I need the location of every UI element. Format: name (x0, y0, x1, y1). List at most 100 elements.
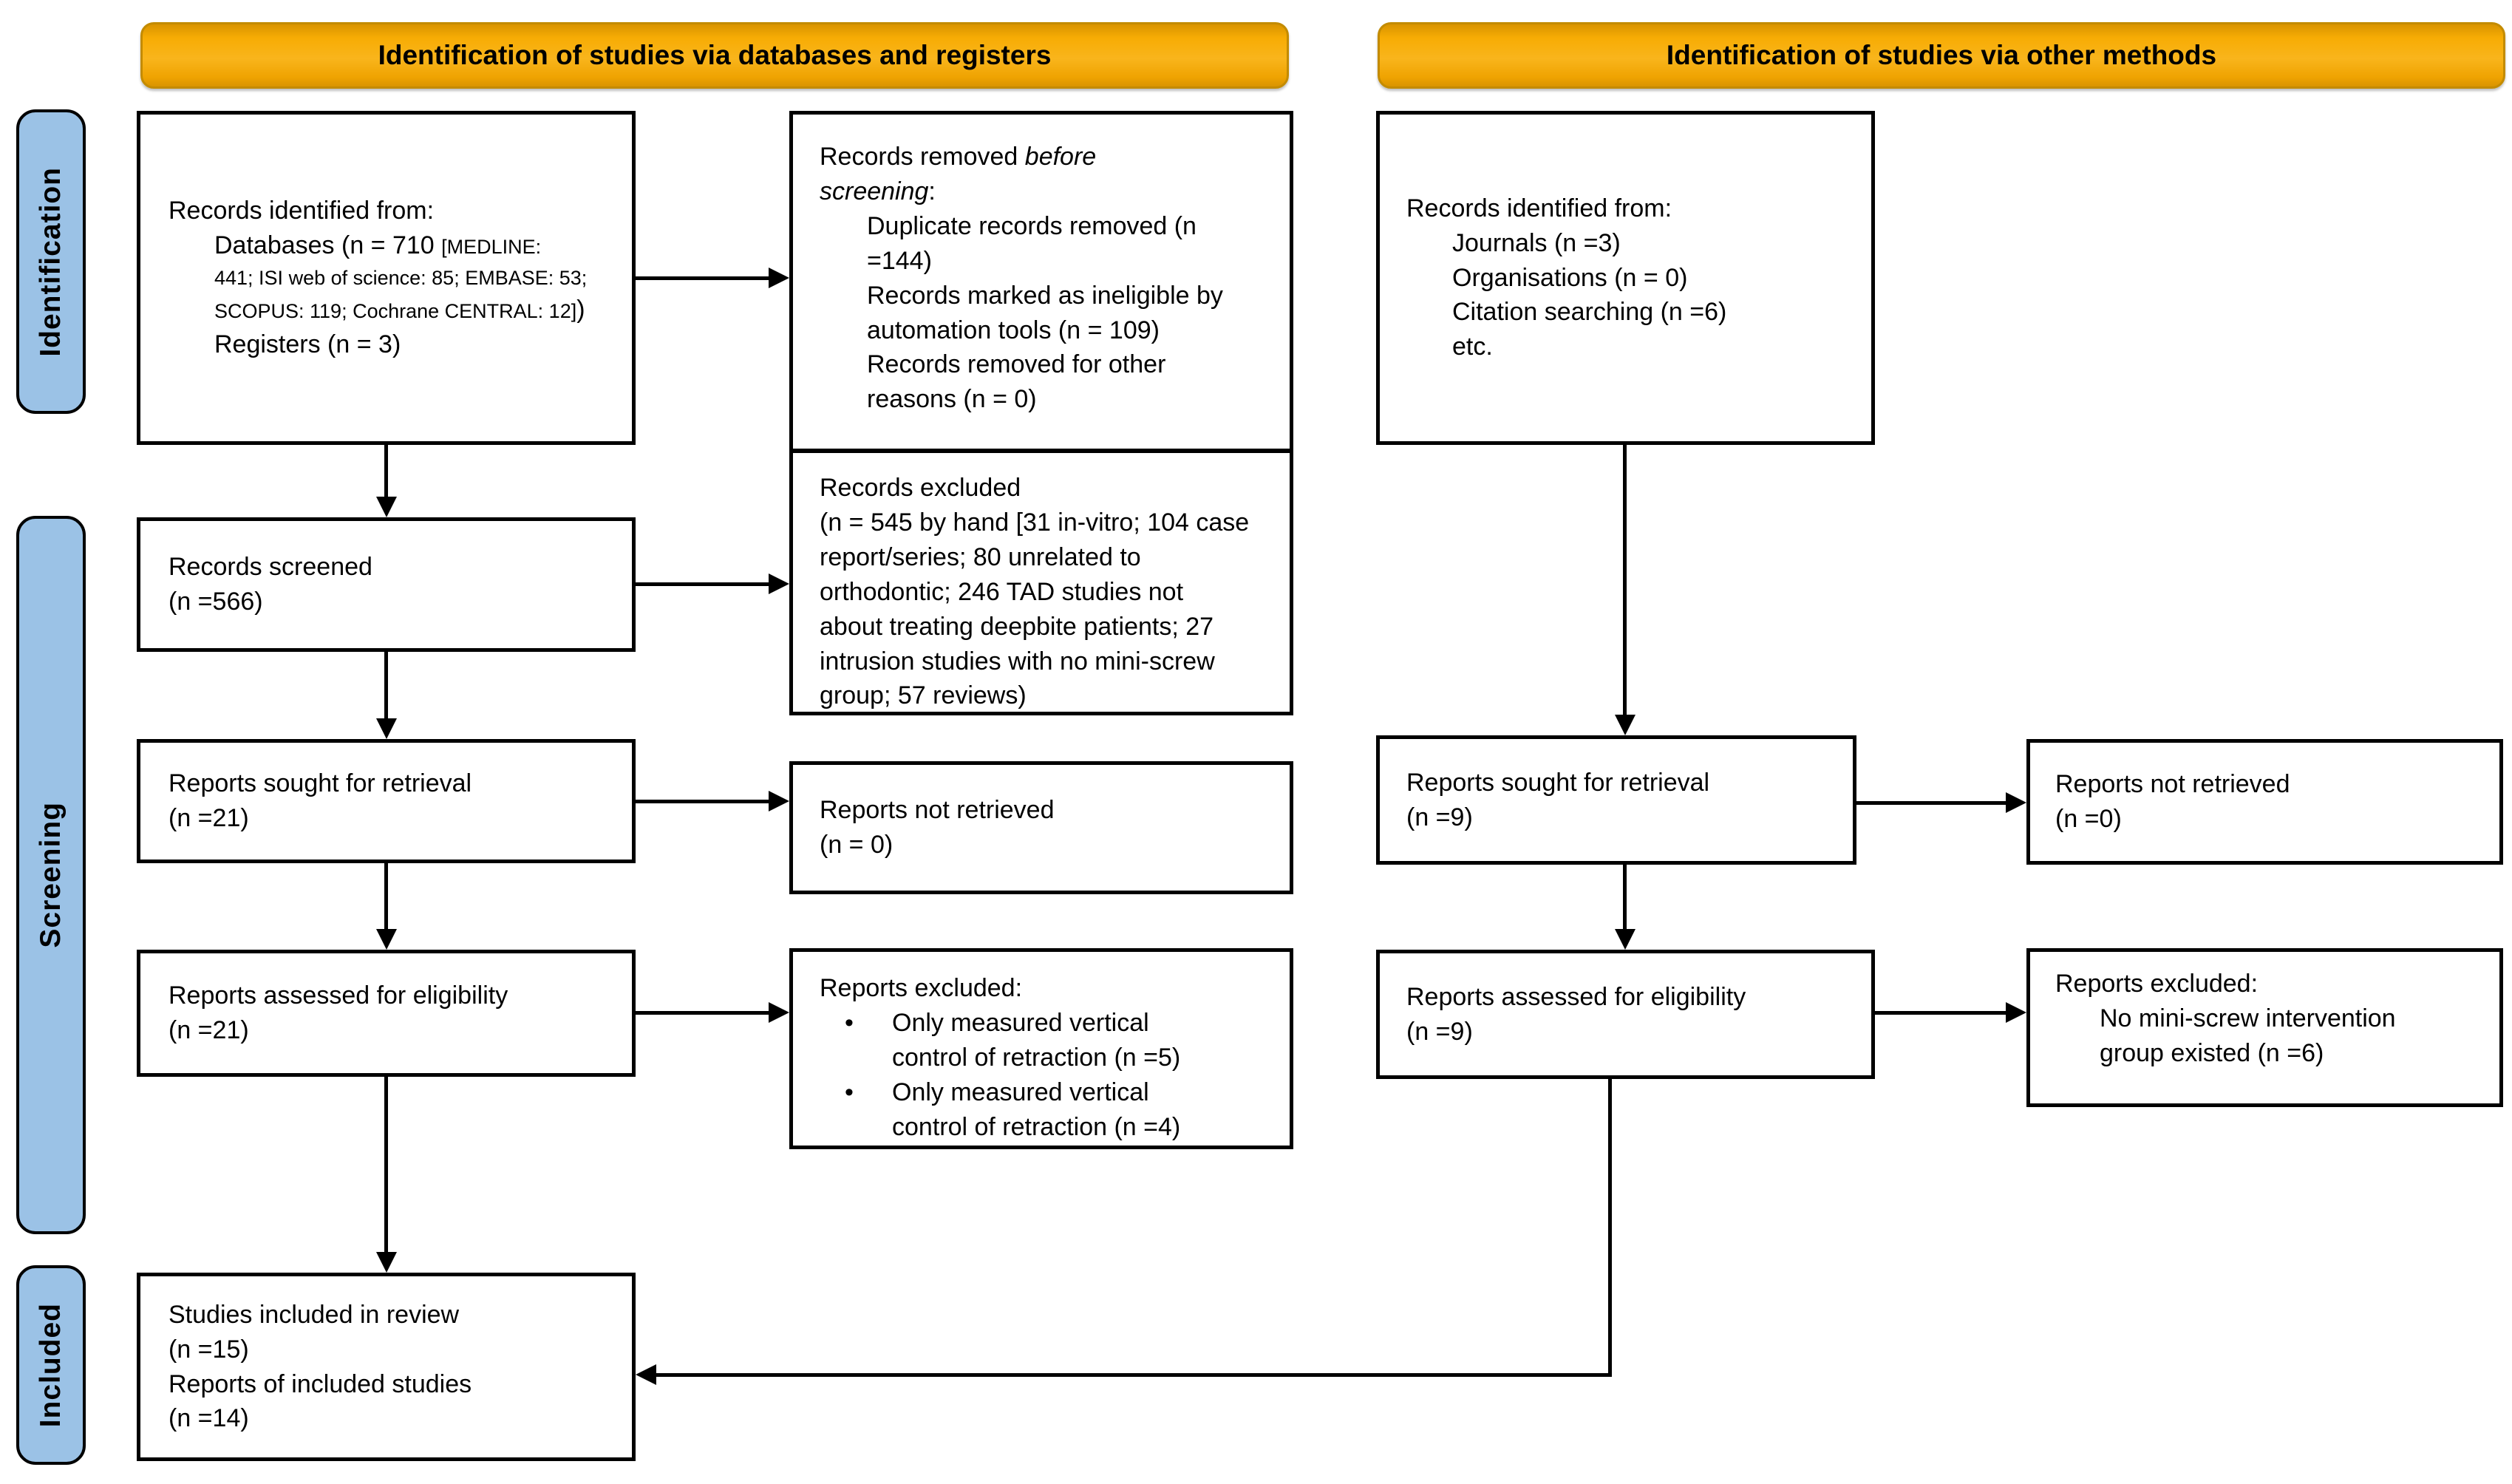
reports-assessed-databases-label: Reports assessed for eligibility (169, 981, 508, 1010)
reports-assessed-other-label: Reports assessed for eligibility (1406, 982, 1746, 1011)
records-identified-other-etc: etc. (1452, 333, 1493, 361)
reports-excluded-bullet-2: • Only measured vertical control of retr… (845, 1075, 1272, 1145)
banner-databases-registers-label: Identification of studies via databases … (378, 40, 1052, 70)
box-reports-not-retrieved-databases: Reports not retrieved (n = 0) (789, 761, 1293, 894)
records-identified-registers: Registers (n = 3) (214, 330, 401, 359)
reports-excluded-other-item: No mini-screw intervention group existed… (2100, 1004, 2396, 1067)
databases-count: Databases (n = 710 (214, 231, 442, 259)
records-identified-other-journals: Journals (n =3) (1452, 228, 1621, 257)
records-excluded-label: Records excluded (820, 474, 1021, 502)
arrowhead-down-icon (376, 929, 397, 950)
reports-excluded-bullet-2-text: Only measured vertical control of retrac… (892, 1078, 1181, 1141)
reports-not-retrieved-other-label: Reports not retrieved (2055, 770, 2290, 799)
reports-included-label: Reports of included studies (169, 1369, 472, 1398)
connector-screened-to-sought-line (384, 652, 388, 718)
records-identified-databases-line1: Databases (n = 710 [MEDLINE: (214, 228, 617, 263)
reports-assessed-databases-count: (n =21) (169, 1016, 249, 1044)
stage-included-label: Included (35, 1302, 67, 1428)
stage-screening: Screening (16, 516, 86, 1234)
connector-assessed-other-elbow-vertical (1608, 1079, 1612, 1377)
records-removed-item-duplicates: Duplicate records removed (n =144) (867, 211, 1197, 275)
records-identified-databases-line3: SCOPUS: 119; Cochrane CENTRAL: 12]) (214, 293, 617, 327)
databases-close-paren: ) (576, 296, 585, 324)
box-records-identified-other: Records identified from: Journals (n =3)… (1376, 111, 1875, 445)
reports-sought-databases-count: (n =21) (169, 804, 249, 832)
arrowhead-down-icon (1615, 929, 1635, 950)
records-screened-count: (n =566) (169, 588, 263, 616)
reports-excluded-bullet-1: • Only measured vertical control of retr… (845, 1006, 1272, 1075)
reports-sought-databases-label: Reports sought for retrieval (169, 769, 472, 798)
box-records-excluded: Records excluded (n = 545 by hand [31 in… (789, 449, 1293, 715)
stage-screening-label: Screening (35, 802, 67, 948)
stage-identification-label: Identification (35, 166, 67, 357)
box-reports-excluded-databases: Reports excluded: • Only measured vertic… (789, 948, 1293, 1149)
box-records-screened: Records screened (n =566) (137, 517, 636, 652)
reports-not-retrieved-other-count: (n =0) (2055, 805, 2122, 833)
arrowhead-right-icon (2006, 1002, 2026, 1023)
box-reports-sought-databases: Reports sought for retrieval (n =21) (137, 739, 636, 863)
connector-assessed-to-reportsexcluded-line (636, 1011, 770, 1015)
studies-included-label: Studies included in review (169, 1300, 460, 1329)
box-reports-not-retrieved-other: Reports not retrieved (n =0) (2026, 739, 2503, 865)
records-identified-title: Records identified from: (169, 196, 435, 225)
connector-sought-to-notretrieved-line (636, 800, 770, 803)
reports-excluded-other-title: Reports excluded: (2055, 970, 2259, 998)
reports-included-count: (n =14) (169, 1404, 249, 1433)
connector-assessed-other-to-excluded-line (1875, 1011, 2007, 1015)
arrowhead-down-icon (376, 497, 397, 517)
records-removed-item-other: Records removed for other reasons (n = 0… (867, 350, 1166, 414)
records-identified-other-citation: Citation searching (n =6) (1452, 298, 1727, 327)
reports-not-retrieved-databases-count: (n = 0) (820, 831, 894, 859)
connector-sought-other-to-assessed-line (1623, 865, 1627, 929)
arrowhead-right-icon (769, 791, 789, 811)
arrowhead-left-icon (636, 1364, 656, 1385)
reports-assessed-other-count: (n =9) (1406, 1017, 1473, 1046)
arrowhead-right-icon (769, 268, 789, 288)
bullet-icon: • (845, 1078, 854, 1106)
arrowhead-right-icon (2006, 792, 2026, 813)
connector-identified-to-screened-line (384, 445, 388, 498)
stage-identification: Identification (16, 109, 86, 414)
arrowhead-down-icon (376, 1252, 397, 1273)
stage-included: Included (16, 1265, 86, 1465)
records-identified-databases-line2: 441; ISI web of science: 85; EMBASE: 53; (214, 266, 588, 289)
box-records-identified-databases: Records identified from: Databases (n = … (137, 111, 636, 445)
banner-other-methods: Identification of studies via other meth… (1378, 22, 2505, 89)
records-excluded-detail: (n = 545 by hand [31 in-vitro; 104 case … (820, 508, 1250, 710)
records-screened-label: Records screened (169, 553, 372, 582)
connector-identified-to-removed-line (636, 276, 770, 280)
records-removed-title-prefix: Records removed (820, 143, 1025, 171)
arrowhead-down-icon (376, 718, 397, 739)
box-reports-assessed-other: Reports assessed for eligibility (n =9) (1376, 950, 1875, 1079)
box-reports-assessed-databases: Reports assessed for eligibility (n =21) (137, 950, 636, 1077)
reports-excluded-databases-title: Reports excluded: (820, 974, 1023, 1002)
connector-assessed-to-included-line (384, 1077, 388, 1252)
connector-screened-to-excluded-line (636, 582, 770, 586)
studies-included-count: (n =15) (169, 1335, 249, 1364)
banner-databases-registers: Identification of studies via databases … (140, 22, 1289, 89)
bullet-icon: • (845, 1008, 854, 1037)
records-identified-other-title: Records identified from: (1406, 194, 1672, 222)
records-removed-title-line1: Records removed before (820, 140, 1272, 174)
records-removed-item-automation: Records marked as ineligible by automati… (867, 281, 1223, 344)
connector-identified-other-to-sought-line (1623, 445, 1627, 715)
databases-detail-1: [MEDLINE: (441, 235, 542, 258)
arrowhead-right-icon (769, 573, 789, 594)
box-reports-excluded-other: Reports excluded: No mini-screw interven… (2026, 948, 2503, 1107)
reports-excluded-bullet-1-text: Only measured vertical control of retrac… (892, 1008, 1181, 1072)
records-removed-title-italic2: screening (820, 177, 929, 205)
reports-sought-other-label: Reports sought for retrieval (1406, 768, 1710, 797)
records-removed-title-line2: screening: (820, 174, 1272, 209)
arrowhead-down-icon (1615, 715, 1635, 735)
records-removed-title-colon: : (928, 177, 936, 205)
reports-sought-other-count: (n =9) (1406, 803, 1473, 831)
connector-sought-to-assessed-line (384, 863, 388, 929)
databases-detail-3: SCOPUS: 119; Cochrane CENTRAL: 12] (214, 300, 577, 323)
connector-assessed-other-elbow-horizontal (653, 1373, 1612, 1377)
connector-sought-other-to-notretrieved-line (1856, 801, 2007, 805)
box-reports-sought-other: Reports sought for retrieval (n =9) (1376, 735, 1856, 865)
records-identified-other-organisations: Organisations (n = 0) (1452, 263, 1688, 292)
arrowhead-right-icon (769, 1002, 789, 1023)
box-records-removed: Records removed before screening: Duplic… (789, 111, 1293, 452)
